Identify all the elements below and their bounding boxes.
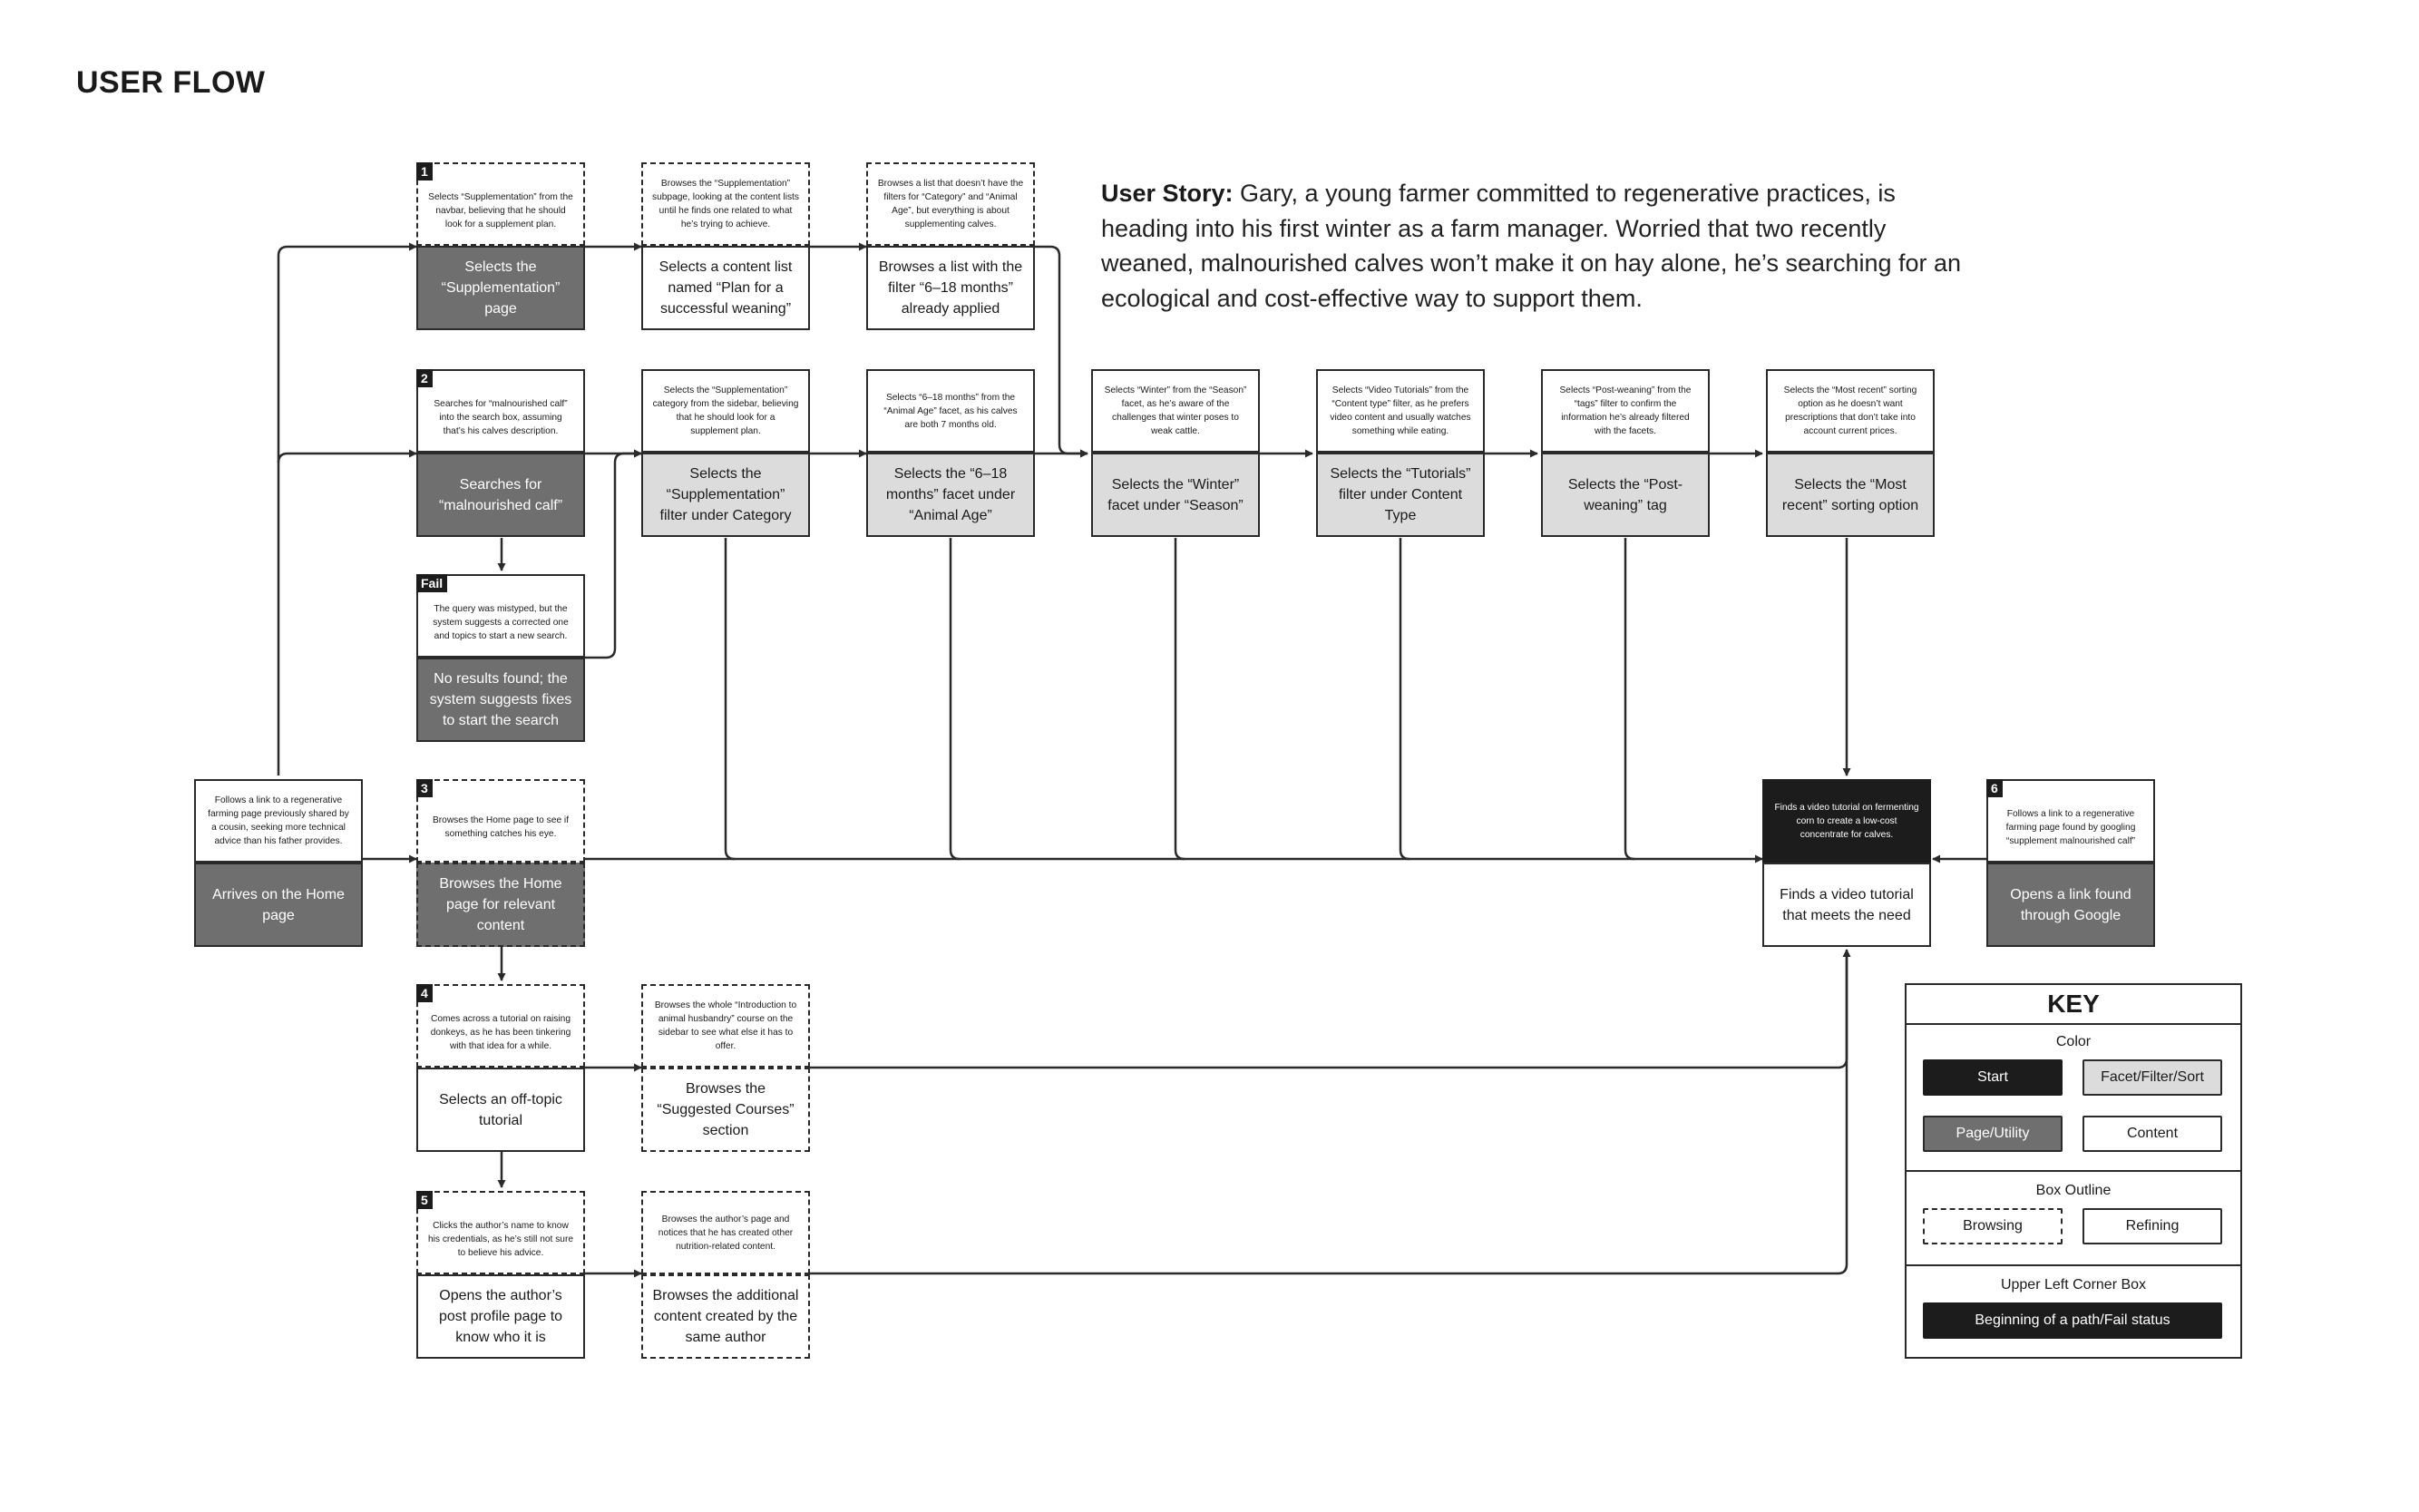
- arrow-2d-down: [1174, 538, 1185, 861]
- step-main: Selects the “Most recent” sorting option: [1766, 453, 1935, 537]
- step-main: Selects the “6–18 months” facet under “A…: [866, 453, 1035, 537]
- step-main: No results found; the system suggests fi…: [416, 658, 585, 742]
- key-color-label: Color: [2055, 1034, 2092, 1049]
- arrow-home-to-row1: [277, 242, 417, 776]
- arrow-5b-to-goal: [810, 952, 1848, 1275]
- step-badge: 3: [416, 779, 433, 797]
- user-story: User Story: Gary, a young farmer committ…: [1101, 176, 1972, 316]
- key-title: KEY: [1907, 985, 2240, 1025]
- goal-note: Finds a video tutorial on fermenting cor…: [1762, 779, 1931, 863]
- key-browsing-outline: Browsing: [1923, 1208, 2063, 1244]
- step-badge: 4: [416, 984, 433, 1002]
- key-start-swatch: Start: [1923, 1059, 2063, 1096]
- key-divider: [1907, 1264, 2240, 1266]
- step-note: Selects “Winter” from the “Season” facet…: [1091, 369, 1260, 453]
- step-note: Browses a list that doesn’t have the fil…: [866, 162, 1035, 246]
- legend-key: KEY Color Start Facet/Filter/Sort Page/U…: [1905, 983, 2242, 1359]
- step-note: Comes across a tutorial on raising donke…: [416, 984, 585, 1068]
- step-main: Browses the Home page for relevant conte…: [416, 863, 585, 947]
- arrow-home-to-row2: [277, 449, 417, 463]
- key-divider: [1907, 1170, 2240, 1172]
- step-main: Selects the “Post-weaning” tag: [1541, 453, 1710, 537]
- step-note: Browses the author’s page and notices th…: [641, 1191, 810, 1274]
- step-note: Selects “Supplementation” from the navba…: [416, 162, 585, 246]
- step-main: Browses a list with the filter “6–18 mon…: [866, 246, 1035, 330]
- step-note: Follows a link to a regenerative farming…: [194, 779, 363, 863]
- key-content-swatch: Content: [2082, 1116, 2222, 1152]
- arrow-2f-down: [1624, 538, 1635, 861]
- key-corner-label: Upper Left Corner Box: [2000, 1277, 2147, 1293]
- step-note: Browses the Home page to see if somethin…: [416, 779, 585, 863]
- goal-main: Finds a video tutorial that meets the ne…: [1762, 863, 1931, 947]
- step-badge: 2: [416, 369, 433, 387]
- step-badge: 1: [416, 162, 433, 180]
- arrow-1c-to-2d: [1035, 245, 1088, 458]
- step-note: Follows a link to a regenerative farming…: [1986, 779, 2155, 863]
- step-note: Clicks the author’s name to know his cre…: [416, 1191, 585, 1274]
- arrow-fail-to-2b: [585, 449, 642, 659]
- step-main: Selects the “Supplementation” filter und…: [641, 453, 810, 537]
- step-note: Selects “6–18 months” from the “Animal A…: [866, 369, 1035, 453]
- arrow-2b-down: [724, 538, 736, 861]
- key-facet-swatch: Facet/Filter/Sort: [2082, 1059, 2222, 1096]
- step-note: Browses the whole “Introduction to anima…: [641, 984, 810, 1068]
- step-main: Browses the additional content created b…: [641, 1274, 810, 1359]
- page-title: USER FLOW: [76, 65, 266, 100]
- step-main: Browses the “Suggested Courses” section: [641, 1068, 810, 1152]
- step-main: Selects a content list named “Plan for a…: [641, 246, 810, 330]
- step-note: Selects the “Most recent” sorting option…: [1766, 369, 1935, 453]
- step-note: Selects “Post-weaning” from the “tags” f…: [1541, 369, 1710, 453]
- key-refining-outline: Refining: [2082, 1208, 2222, 1244]
- step-note: Selects “Video Tutorials” from the “Cont…: [1316, 369, 1485, 453]
- arrow-2c-down: [949, 538, 961, 861]
- key-outline-label: Box Outline: [2035, 1183, 2112, 1198]
- step-note: Selects the “Supplementation” category f…: [641, 369, 810, 453]
- step-main: Selects the “Winter” facet under “Season…: [1091, 453, 1260, 537]
- step-badge: 6: [1986, 779, 2003, 797]
- step-note: Searches for “malnourished calf” into th…: [416, 369, 585, 453]
- user-story-label: User Story:: [1101, 180, 1234, 207]
- step-main: Selects the “Tutorials” filter under Con…: [1316, 453, 1485, 537]
- step-main: Opens a link found through Google: [1986, 863, 2155, 947]
- step-badge: 5: [416, 1191, 433, 1209]
- step-main: Selects the “Supplementation” page: [416, 246, 585, 330]
- key-corner-swatch: Beginning of a path/Fail status: [1923, 1302, 2222, 1339]
- step-main: Selects an off-topic tutorial: [416, 1068, 585, 1152]
- key-page-swatch: Page/Utility: [1923, 1116, 2063, 1152]
- arrow-4b-to-goal: [810, 949, 1851, 1069]
- step-note: Browses the “Supplementation” subpage, l…: [641, 162, 810, 246]
- user-story-text: Gary, a young farmer committed to regene…: [1101, 180, 1962, 312]
- arrow-2e-down: [1399, 538, 1410, 861]
- step-main: Opens the author’s post profile page to …: [416, 1274, 585, 1359]
- step-main: Arrives on the Home page: [194, 863, 363, 947]
- fail-badge: Fail: [416, 574, 448, 592]
- step-main: Searches for “malnourished calf”: [416, 453, 585, 537]
